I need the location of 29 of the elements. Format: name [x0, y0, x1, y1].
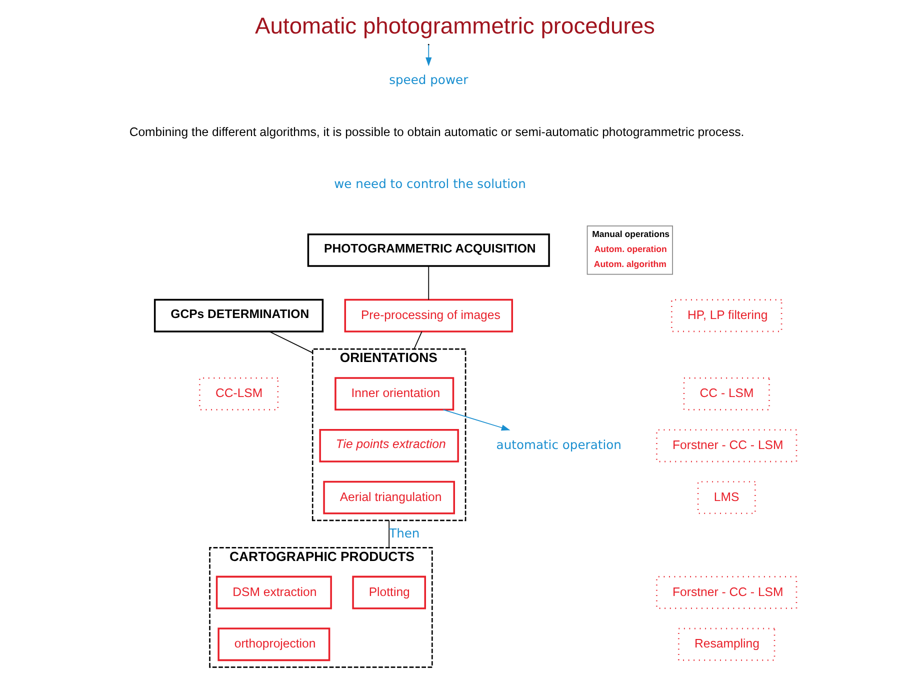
node-box: Pre-processing of images — [344, 298, 513, 332]
node-box: orthoprojection — [217, 628, 330, 662]
connector — [428, 266, 429, 300]
node-box: Aerial triangulation — [322, 480, 454, 514]
node-box: GCPs DETERMINATION — [153, 298, 324, 332]
connector — [413, 331, 422, 350]
node-box: Resampling — [678, 628, 775, 661]
node-box: LMS — [696, 481, 756, 514]
node-box: DSM extraction — [215, 576, 332, 610]
node-box: Forstner - CC - LSM — [656, 576, 797, 609]
node-text: automatic operation — [496, 438, 621, 452]
node-box: Forstner - CC - LSM — [656, 429, 797, 462]
node-box: Tie points extraction — [318, 429, 458, 462]
node-box: Plotting — [352, 576, 426, 610]
node-box: HP, LP filtering — [670, 299, 782, 332]
legend-label: Autom. operation — [594, 244, 666, 254]
label: we need to control the solution — [334, 176, 526, 191]
label: Combining the different algorithms, it is possible to obtain automatic or semi-automatic photogrammetric process. — [128, 125, 744, 140]
arrow — [442, 409, 510, 431]
legend-label: Manual operations — [592, 228, 670, 239]
node-box: Inner orientation — [334, 377, 454, 411]
node-text: speed power — [388, 73, 468, 88]
node-box: CC-LSM — [198, 377, 278, 410]
legend-label: Autom. algorithm — [593, 258, 666, 269]
connector — [268, 331, 313, 354]
arrow — [425, 44, 432, 66]
node-box: PHOTOGRAMMETRIC ACQUISITION — [306, 233, 550, 267]
diagram-title: Automatic photogrammetric procedures — [254, 12, 654, 39]
node-box: CC - LSM — [682, 377, 770, 410]
